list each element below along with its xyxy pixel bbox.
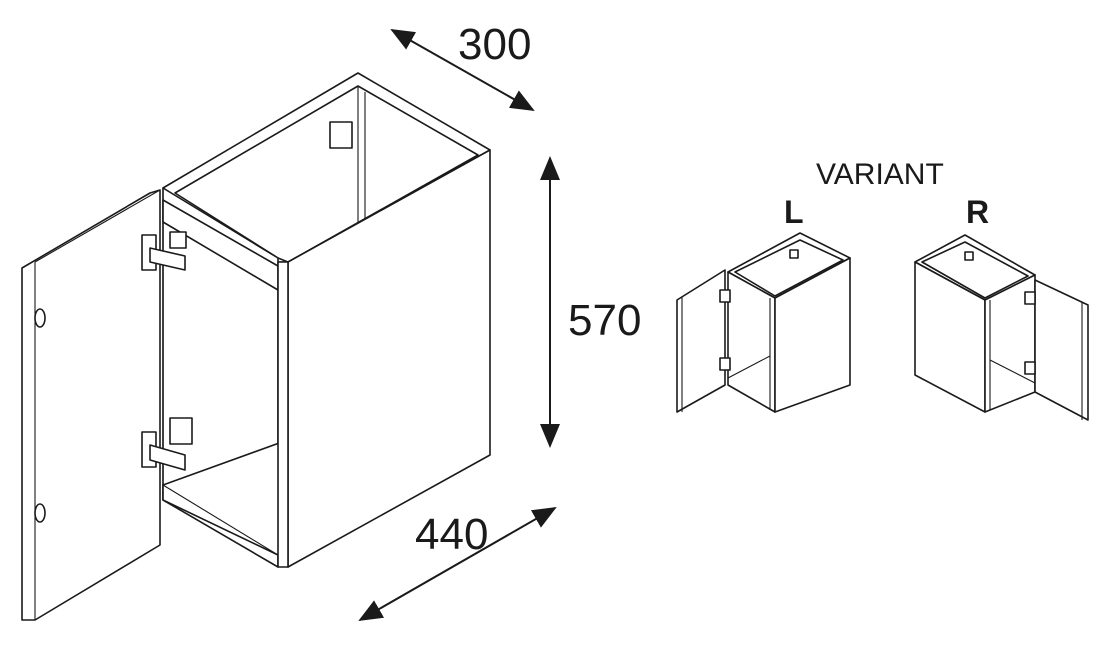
main-door [21,189,193,621]
variant-title: VARIANT [816,158,944,191]
width-label: 440 [415,510,489,559]
depth-label: 300 [458,20,532,69]
width-dimension-arrow [358,507,557,621]
main-cabinet [162,72,491,568]
handle-hole-icon [34,503,46,523]
handle-hole-icon [34,308,46,328]
hanger-bracket-icon [329,121,353,149]
height-label: 570 [568,296,642,345]
variant-right-label: R [966,194,990,230]
variant-left-cabinet [676,232,851,413]
variant-right-cabinet [914,234,1089,421]
variant-left-label: L [784,194,804,230]
hinge-icon [141,231,187,271]
depth-dimension-arrow [390,29,535,111]
hinge-icon [141,417,193,471]
